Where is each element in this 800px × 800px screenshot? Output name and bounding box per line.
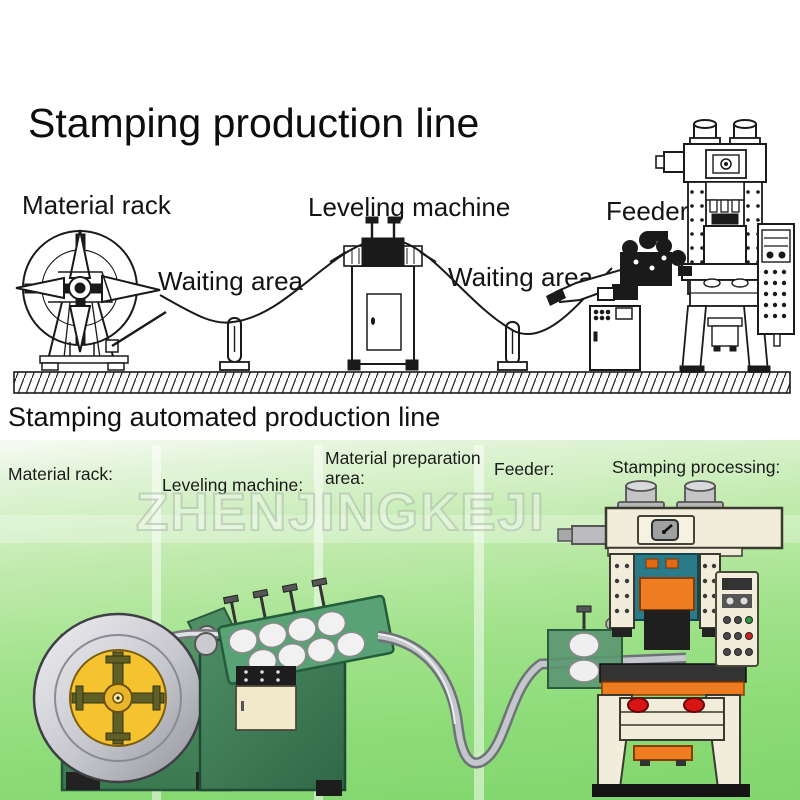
material-rack-drawing xyxy=(15,229,167,371)
feeder-drawing xyxy=(546,231,692,306)
press-drawing xyxy=(655,119,795,373)
ground-hatched-bar xyxy=(13,371,791,394)
background-stripe xyxy=(474,445,484,800)
press-control-panel xyxy=(715,571,759,667)
label-waiting-area-1: Waiting area xyxy=(158,266,303,296)
top-line-art xyxy=(13,119,795,394)
label-material-rack-bottom: Material rack: xyxy=(8,464,114,484)
green-background-panel: Material rack: Leveling machine: Materia… xyxy=(0,440,800,800)
top-section-title: Stamping production line xyxy=(28,100,480,146)
label-leveling-machine-bottom: Leveling machine: xyxy=(162,475,304,495)
roller-stand-1-drawing xyxy=(219,317,250,371)
material-strip-top xyxy=(159,237,613,335)
brand-watermark: ZHENJINGKEJI xyxy=(135,482,546,543)
press-illustration xyxy=(557,480,784,797)
label-leveling-machine-top: Leveling machine xyxy=(308,192,511,222)
label-feeder-bottom: Feeder: xyxy=(494,459,555,479)
material-strip-loop xyxy=(377,630,687,769)
label-stamping-processing: Stamping processing: xyxy=(612,457,781,477)
label-material-preparation: Material preparation area: xyxy=(325,448,481,489)
control-cabinet-drawing xyxy=(589,305,641,371)
leveling-machine-drawing xyxy=(329,216,437,371)
label-feeder-top: Feeder xyxy=(606,196,689,226)
press-cap-cylinders xyxy=(617,480,724,511)
label-material-rack-top: Material rack xyxy=(22,190,171,220)
bottom-section-title: Stamping automated production line xyxy=(8,402,441,432)
bottom-color-art xyxy=(32,480,784,797)
leveling-machine-illustration xyxy=(194,577,395,796)
